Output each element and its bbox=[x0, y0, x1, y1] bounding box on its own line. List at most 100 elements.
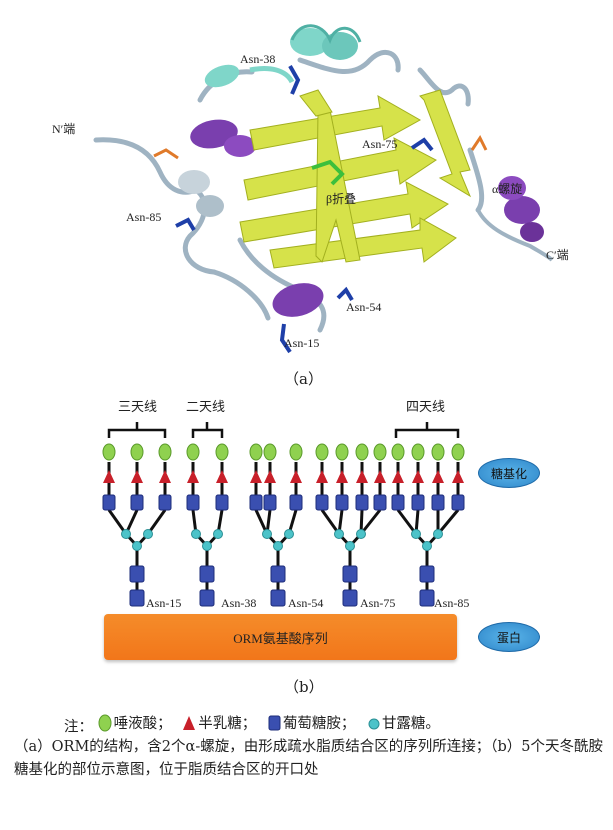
sialic-acid-residue bbox=[335, 443, 349, 461]
disulfide-bonds bbox=[153, 135, 488, 160]
galactose-residue bbox=[290, 470, 302, 483]
glycan-tree-diagram bbox=[102, 422, 465, 607]
glycan-bond bbox=[436, 509, 460, 535]
sialic-acid-residue bbox=[215, 443, 229, 461]
galactose-residue bbox=[131, 470, 143, 483]
asn85-label: Asn-85 bbox=[126, 210, 162, 224]
site-label-asn54: Asn-54 bbox=[288, 596, 324, 610]
glucosamine-residue bbox=[411, 494, 425, 511]
asn15-label: Asn-15 bbox=[284, 336, 320, 350]
galactose-residue bbox=[264, 470, 276, 483]
core-glucosamine bbox=[199, 589, 215, 607]
mannose-residue bbox=[143, 529, 153, 539]
protein-structure-illustration bbox=[93, 24, 554, 354]
mannose-residue bbox=[356, 529, 366, 539]
antenna-braces bbox=[107, 422, 460, 438]
sialic-acid-residue bbox=[186, 443, 200, 461]
core-glucosamine bbox=[419, 589, 435, 607]
core-glucosamine bbox=[342, 589, 358, 607]
galactose-residue bbox=[316, 470, 328, 483]
sialic-acid-residue bbox=[158, 443, 172, 461]
legend-item-galactose: 半乳糖； bbox=[182, 712, 256, 733]
purple-helices bbox=[190, 119, 544, 317]
sialic-acid-residue bbox=[411, 443, 425, 461]
galactose-residue bbox=[159, 470, 171, 483]
mannose-residue bbox=[202, 541, 212, 551]
site-label-asn85: Asn-85 bbox=[434, 596, 470, 610]
galactose-residue bbox=[392, 470, 404, 483]
galactose-residue bbox=[187, 470, 199, 483]
core-glucosamine bbox=[129, 589, 145, 607]
antenna-tri-label: 三天线 bbox=[118, 400, 158, 415]
bound-ligand bbox=[311, 159, 345, 186]
sialic-acid-icon bbox=[98, 714, 112, 731]
glucosamine-residue bbox=[335, 494, 349, 511]
glucosamine-residue bbox=[451, 494, 465, 511]
glycan-chains bbox=[102, 443, 465, 607]
sialic-acid-residue bbox=[315, 443, 329, 461]
mannose-residue bbox=[334, 529, 344, 539]
glycosylation-badge: 糖基化 bbox=[478, 458, 540, 488]
galactose-residue bbox=[412, 470, 424, 483]
site-label-asn75: Asn-75 bbox=[360, 596, 396, 610]
galactose-residue bbox=[103, 470, 115, 483]
core-glucosamine bbox=[199, 565, 215, 583]
core-glucosamine bbox=[419, 565, 435, 583]
mannose-residue bbox=[262, 529, 272, 539]
galactose-residue bbox=[336, 470, 348, 483]
figure-caption: （a）ORM的结构，含2个α-螺旋，由形成疏水脂质结合区的序列所连接；（b）5个… bbox=[14, 739, 603, 778]
beta-sheet-label: β折叠 bbox=[326, 192, 357, 206]
sialic-acid-residue bbox=[249, 443, 263, 461]
panel-a-sublabel: （a） bbox=[284, 370, 323, 388]
beta-sheet-strands bbox=[239, 89, 472, 269]
c-term-label: C′端 bbox=[546, 248, 569, 262]
grey-helix bbox=[178, 170, 224, 217]
galactose-residue bbox=[250, 470, 262, 483]
sialic-acid-residue bbox=[130, 443, 144, 461]
mannose-residue bbox=[273, 541, 283, 551]
glucosamine-residue bbox=[215, 494, 229, 511]
galactose-residue bbox=[432, 470, 444, 483]
legend-item-glucosamine: 葡萄糖胺； bbox=[267, 712, 355, 733]
galactose-residue bbox=[374, 470, 386, 483]
glucosamine-residue bbox=[130, 494, 144, 511]
glucosamine-residue bbox=[186, 494, 200, 511]
amino-acid-sequence-bar: ORM氨基酸序列 bbox=[104, 614, 457, 660]
mannose-residue bbox=[213, 529, 223, 539]
galactose-residue bbox=[356, 470, 368, 483]
galactose-residue bbox=[452, 470, 464, 483]
legend: 注： 唾液酸； 半乳糖； 葡萄糖胺； 甘露糖。 bbox=[64, 712, 446, 737]
glucosamine-residue bbox=[373, 494, 387, 511]
sialic-acid-residue bbox=[263, 443, 277, 461]
glucosamine-icon bbox=[268, 715, 281, 730]
mannose-icon bbox=[368, 718, 380, 729]
antenna-bi-label: 二天线 bbox=[186, 400, 226, 415]
mannose-residue bbox=[121, 529, 131, 539]
legend-item-mannose: 甘露糖。 bbox=[366, 712, 440, 733]
mannose-residue bbox=[132, 541, 142, 551]
sialic-acid-residue bbox=[431, 443, 445, 461]
sialic-acid-residue bbox=[391, 443, 405, 461]
mannose-residue bbox=[284, 529, 294, 539]
mannose-residue bbox=[345, 541, 355, 551]
sialic-acid-residue bbox=[355, 443, 369, 461]
c-term-loop bbox=[476, 209, 554, 262]
asn38-label: Asn-38 bbox=[240, 52, 276, 66]
glucosamine-residue bbox=[289, 494, 303, 511]
sialic-acid-residue bbox=[373, 443, 387, 461]
asn54-label: Asn-54 bbox=[346, 300, 382, 314]
glucosamine-residue bbox=[263, 494, 277, 511]
cyan-helix bbox=[204, 24, 362, 88]
asn75-label: Asn-75 bbox=[362, 137, 398, 151]
core-glucosamine bbox=[270, 589, 286, 607]
glucosamine-residue bbox=[102, 494, 116, 511]
glucosamine-residue bbox=[431, 494, 445, 511]
alpha-helix-label: α螺旋 bbox=[492, 182, 523, 196]
antenna-tetra-label: 四天线 bbox=[406, 400, 446, 415]
glucosamine-residue bbox=[249, 494, 263, 511]
n-term-label: N′端 bbox=[52, 122, 76, 136]
site-label-asn38: Asn-38 bbox=[221, 596, 257, 610]
bar-label: ORM氨基酸序列 bbox=[233, 630, 328, 646]
legend-item-sialic: 唾液酸； bbox=[98, 712, 172, 733]
core-glucosamine bbox=[270, 565, 286, 583]
